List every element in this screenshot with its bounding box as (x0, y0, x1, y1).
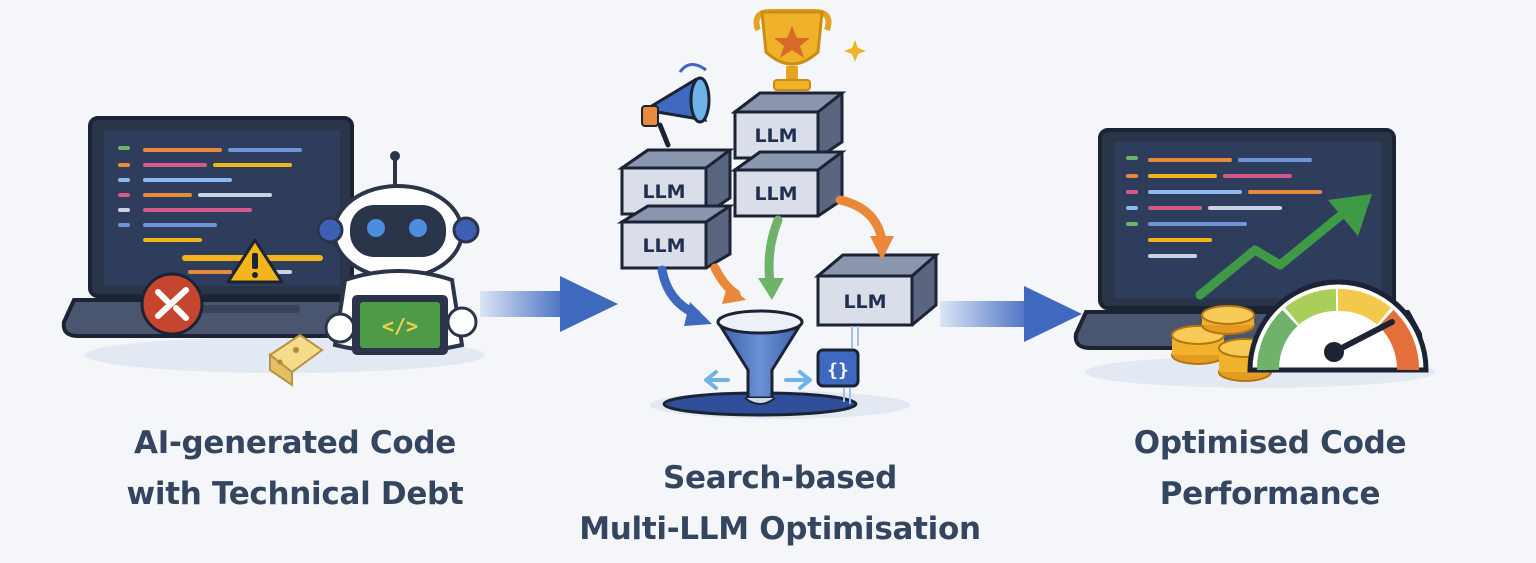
stage-3-line-2: Performance (1159, 476, 1381, 512)
side-arrows (704, 370, 812, 390)
arrow-head (684, 302, 712, 326)
robot-icon: </> (316, 151, 480, 355)
speed-gauge-icon (1247, 279, 1429, 373)
llm-label: LLM (754, 183, 797, 205)
llm-label: LLM (843, 291, 886, 313)
growth-arrow-icon (1195, 194, 1372, 300)
funnel-icon (662, 309, 858, 417)
llm-label: LLM (642, 181, 685, 203)
error-icon (140, 272, 204, 336)
code-block-icon: {} (816, 326, 860, 404)
stage-2-line-1: Search-based (662, 460, 898, 496)
flow-arrow-2 (940, 286, 1082, 342)
trophy-icon (753, 9, 866, 91)
stage-caption-1: AI-generated Code with Technical Debt (95, 418, 495, 520)
middle-llm-cluster: LLM LLM LLM LLM LLM (616, 9, 940, 419)
stage-1-line-2: with Technical Debt (126, 476, 464, 512)
stage-3-line-1: Optimised Code (1133, 425, 1407, 461)
llm-label: LLM (642, 235, 685, 257)
left-laptop: </> (61, 116, 485, 387)
stage-caption-3: Optimised Code Performance (1090, 418, 1450, 520)
llm-box-2: LLM (616, 204, 735, 270)
llm-box-5: LLM (813, 253, 940, 327)
stage-2-line-2: Multi-LLM Optimisation (579, 511, 981, 547)
arrow-head (758, 278, 784, 300)
code-block-label: {} (827, 360, 849, 381)
llm-box-3: LLM (730, 91, 847, 160)
code-lines-right (1126, 156, 1322, 258)
debt-block-icon (268, 333, 324, 387)
stage-caption-2: Search-based Multi-LLM Optimisation (560, 453, 1000, 555)
stage-1-line-1: AI-generated Code (134, 425, 456, 461)
llm-box-1: LLM (617, 148, 735, 216)
llm-box-4: LLM (730, 150, 847, 218)
llm-label: LLM (754, 125, 797, 147)
arrow-head (722, 284, 746, 304)
right-laptop (1073, 128, 1435, 388)
warning-icon (226, 238, 284, 284)
megaphone-icon (640, 63, 711, 148)
flow-arrow-1 (480, 276, 618, 332)
code-tag-icon: </> (382, 314, 418, 338)
arrow-head (870, 236, 894, 260)
